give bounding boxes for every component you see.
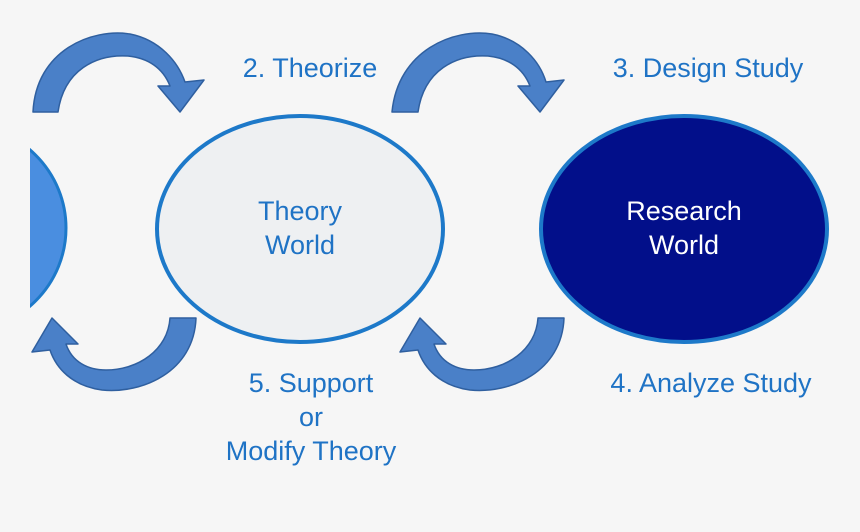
- curved-arrow-icon: [399, 317, 565, 392]
- step-support-label: 5. Support or Modify Theory: [196, 366, 426, 468]
- research-world-circle: [539, 114, 829, 344]
- step-analyze-study-label: 4. Analyze Study: [610, 368, 812, 398]
- theory-world-label: Theory World: [200, 194, 400, 262]
- step-theorize-label: 2. Theorize: [242, 53, 378, 83]
- partial-world-circle: [30, 147, 68, 309]
- theory-world-circle: [155, 114, 445, 344]
- research-world-label: Research World: [584, 194, 784, 262]
- step-support-line3: Modify Theory: [225, 436, 397, 466]
- theory-world-line1: Theory: [257, 196, 343, 226]
- curved-arrow-icon: [31, 317, 197, 392]
- step-support-line2: or: [298, 402, 323, 432]
- step-design-study-label: 3. Design Study: [612, 53, 804, 83]
- research-world-line1: Research: [626, 196, 742, 226]
- theory-world-line2: World: [264, 230, 336, 260]
- research-world-line2: World: [648, 230, 720, 260]
- curved-arrow-icon: [32, 32, 205, 113]
- curved-arrow-icon: [391, 32, 565, 113]
- step-support-line1: 5. Support: [248, 368, 374, 398]
